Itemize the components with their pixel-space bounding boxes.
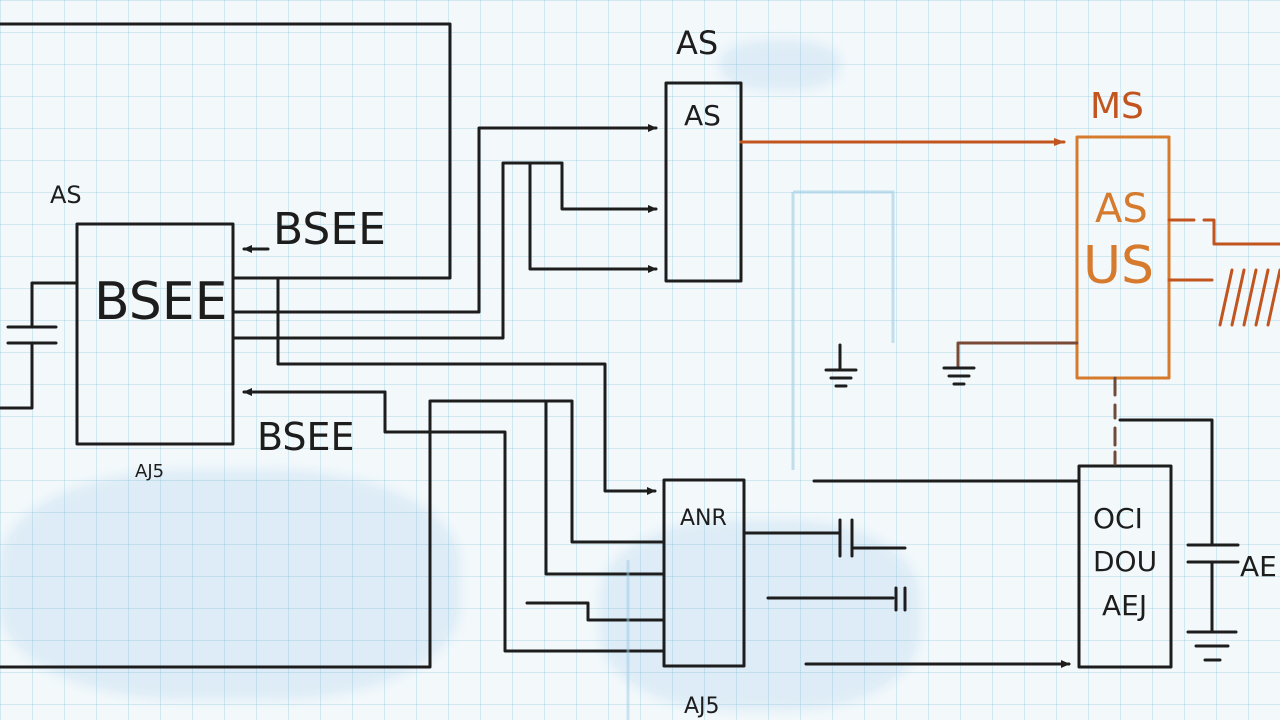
bottom-block-label: ANR	[680, 506, 727, 531]
capacitor-label: AE	[1240, 550, 1277, 583]
wire	[276, 276, 657, 495]
wire	[231, 124, 658, 314]
lower-arrow-label: BSEE	[257, 415, 355, 459]
right-block-label-line2: US	[1083, 236, 1155, 296]
top-block	[664, 81, 743, 283]
capacitor-symbol	[1186, 543, 1240, 564]
wire	[0, 399, 666, 669]
right-block	[1075, 135, 1171, 380]
left-block-caption: AS	[50, 181, 82, 209]
wire	[544, 399, 666, 576]
upper-arrow-label: BSEE	[273, 204, 386, 255]
wire	[528, 161, 658, 273]
left-block-label: BSEE	[94, 272, 228, 332]
ground-symbol	[824, 368, 858, 388]
capacitor-symbol	[838, 518, 854, 558]
wire	[956, 341, 1079, 370]
ground-symbol	[942, 366, 976, 386]
top-block-label: AS	[684, 99, 721, 132]
hatched-mark	[1218, 268, 1280, 327]
right-bottom-block	[1077, 464, 1173, 669]
bottom-block-footnote: AJ5	[684, 694, 720, 719]
faint-outline	[791, 190, 895, 470]
right-bottom-block-line1: OCI	[1093, 502, 1143, 535]
right-bottom-block-line2: DOU	[1093, 545, 1158, 578]
right-block-label-line1: AS	[1095, 186, 1148, 232]
right-bottom-block-line3: AEJ	[1102, 589, 1148, 622]
wire	[1118, 418, 1214, 545]
wire	[0, 341, 34, 410]
left-block-footnote: AJ5	[135, 461, 165, 482]
ground-symbol	[1186, 630, 1238, 662]
top-block-caption: AS	[676, 24, 719, 62]
capacitor-symbol	[6, 325, 58, 345]
left-block	[75, 222, 235, 446]
wire	[0, 22, 452, 280]
right-block-caption: MS	[1090, 86, 1144, 127]
wire	[525, 601, 666, 622]
wire	[231, 161, 658, 340]
wire	[1167, 218, 1280, 246]
capacitor-symbol	[894, 586, 907, 612]
wire	[383, 390, 666, 653]
wire	[30, 281, 79, 327]
watercolor-wash	[0, 470, 460, 700]
watercolor-wash	[600, 520, 920, 710]
